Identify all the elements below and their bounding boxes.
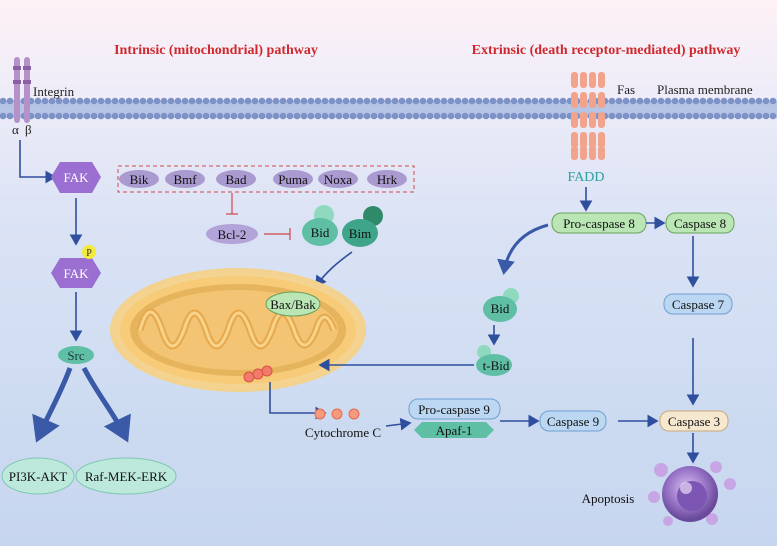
bidbim-to-baxbak-arrow	[315, 251, 353, 288]
beta-label: β	[25, 122, 32, 137]
bh3-protein-label: Puma	[278, 172, 308, 187]
integrin-label: Integrin	[33, 84, 75, 99]
apaf1-node	[414, 422, 494, 438]
pi3k-akt-node	[1, 457, 75, 495]
fak-node	[51, 162, 101, 193]
apaf1-label: Apaf-1	[436, 423, 473, 438]
alpha-label: α	[12, 122, 19, 137]
caspase9-node	[539, 410, 607, 432]
bh3-protein-bmf	[165, 170, 205, 188]
bh3-protein-label: Hrk	[377, 172, 398, 187]
caspase8-node	[665, 212, 735, 234]
bid-top-label: Bid	[311, 225, 330, 240]
src-to-raf-arrow	[81, 366, 131, 443]
bax-bak-node	[265, 291, 321, 317]
caspase3-label: Caspase 3	[668, 414, 720, 429]
src-label: Src	[67, 348, 85, 363]
bh3-protein-bik	[119, 170, 159, 188]
bcl2-label: Bcl-2	[218, 227, 247, 242]
bh3-protein-hrk	[367, 170, 407, 188]
cytochrome-c-icon	[314, 408, 360, 420]
fadd-label: FADD	[567, 170, 604, 185]
bh3-protein-noxa	[318, 170, 358, 188]
caspase8-label: Caspase 8	[674, 216, 726, 231]
phospho-fak-node	[51, 258, 101, 288]
bim-node	[342, 219, 378, 247]
tbid-node	[476, 354, 512, 376]
fas-receptor	[571, 72, 605, 160]
apoptosis-label: Apoptosis	[582, 491, 635, 506]
bh3-protein-label: Bmf	[173, 172, 197, 187]
bh3-protein-bad	[216, 170, 256, 188]
cytochrome-c-label: Cytochrome C	[305, 425, 381, 440]
bax-bak-label: Bax/Bak	[270, 297, 316, 312]
fak2-label: FAK	[63, 266, 89, 281]
cytc-to-apoptosome-arrow	[385, 417, 412, 431]
bh3-proteins: Bik Bmf Bad Puma Noxa Hrk	[119, 170, 407, 188]
caspase9-label: Caspase 9	[547, 414, 599, 429]
cytochrome-c-release	[243, 365, 273, 383]
mito-to-cytc-arrow	[269, 382, 327, 420]
pro-caspase8-label: Pro-caspase 8	[563, 216, 635, 231]
bim-label: Bim	[349, 226, 371, 241]
mitochondrion	[110, 268, 366, 392]
caspase7-label: Caspase 7	[672, 297, 725, 312]
bh3-protein-label: Noxa	[324, 172, 352, 187]
integrin-to-fak-arrow	[19, 140, 57, 184]
bcl2-node	[206, 224, 258, 244]
caspase3-node	[659, 410, 729, 432]
integrin-receptor	[13, 57, 31, 123]
plasma-membrane	[0, 97, 777, 120]
bid-right-node	[483, 296, 517, 322]
pi3k-akt-label: PI3K-AKT	[9, 469, 68, 484]
intrinsic-header: Intrinsic (mitochondrial) pathway	[114, 43, 318, 58]
extrinsic-header: Extrinsic (death receptor-mediated) path…	[472, 43, 741, 58]
plasma-membrane-label: Plasma membrane	[657, 82, 753, 97]
src-node	[58, 346, 94, 364]
procaspase8-to-bid-arrow	[497, 223, 549, 275]
fas-label: Fas	[617, 82, 635, 97]
bh3-only-box	[117, 165, 415, 193]
tbid-label: t-Bid	[483, 358, 510, 373]
src-to-pi3k-arrow	[32, 367, 73, 443]
bid-top-node	[302, 218, 338, 246]
pro-caspase9-node	[408, 398, 501, 420]
caspase7-node	[663, 293, 733, 315]
bh3-protein-label: Bik	[130, 172, 149, 187]
bh3-protein-label: Bad	[226, 172, 247, 187]
raf-mek-erk-label: Raf-MEK-ERK	[85, 469, 168, 484]
phosphate-label: P	[86, 248, 92, 259]
pro-caspase9-label: Pro-caspase 9	[418, 402, 490, 417]
bid-right-label: Bid	[491, 301, 510, 316]
apoptotic-cell-icon	[648, 461, 736, 526]
phosphate-badge	[82, 245, 96, 259]
bh3-protein-puma	[273, 170, 313, 188]
fak-label: FAK	[63, 170, 89, 185]
raf-mek-erk-node	[75, 457, 177, 495]
